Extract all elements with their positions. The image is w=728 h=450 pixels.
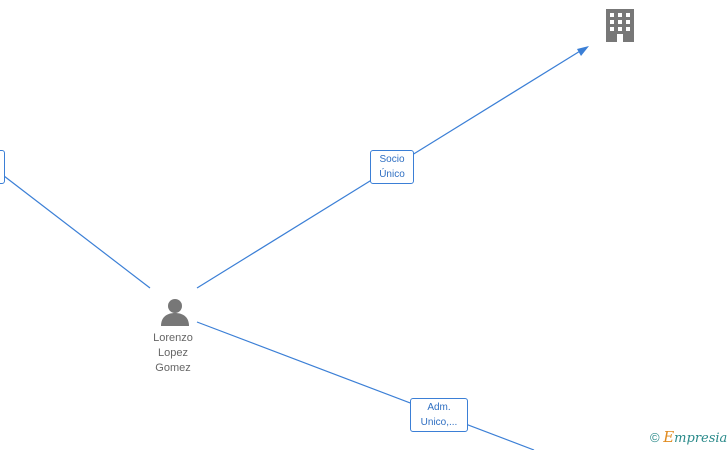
edge-label-socio-unico[interactable]: Socio Único: [370, 150, 414, 184]
edge-label-line-2: Único: [379, 169, 405, 180]
person-name-line-3: Gomez: [155, 362, 191, 374]
copyright-icon: ©: [650, 430, 660, 445]
footer-brand: © Empresia: [650, 428, 727, 446]
person-name-line-2: Lopez: [158, 347, 188, 359]
building-icon[interactable]: [606, 9, 634, 42]
edge-label-line-1: Adm.: [427, 402, 451, 413]
arrowhead-icon: [577, 46, 589, 56]
edge-adm-unico: [196, 321, 535, 450]
edge-left: [3, 175, 151, 289]
edge-label-adm-unico[interactable]: Adm. Unico,...: [410, 398, 468, 432]
person-icon[interactable]: [161, 299, 189, 326]
person-name-label[interactable]: Lorenzo Lopez Gomez: [136, 331, 210, 376]
person-name-line-1: Lorenzo: [153, 332, 193, 344]
edge-label-line-2: Unico,...: [420, 417, 458, 428]
edge-label-line-1: Socio: [379, 154, 405, 165]
brand-logo-letter: E: [663, 428, 675, 446]
brand-logo-text: mpresia: [674, 431, 728, 446]
edge-label-left-partial[interactable]: [0, 150, 5, 184]
